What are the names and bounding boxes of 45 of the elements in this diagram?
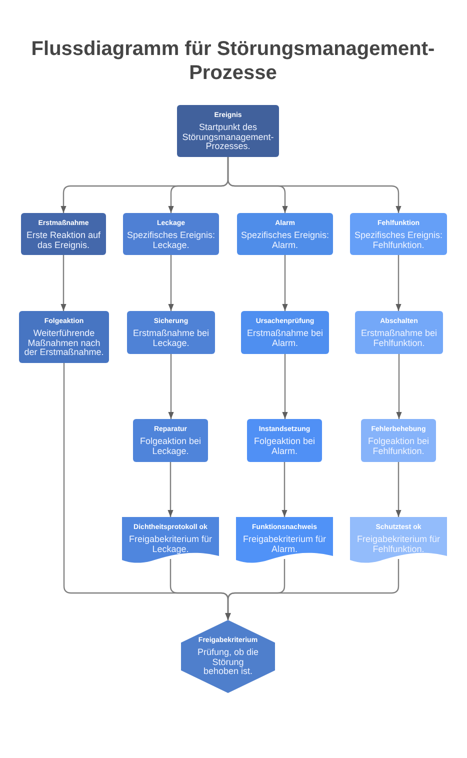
node-text: Folgeaktion bei Fehlfunktion.: [366, 437, 430, 456]
connector-arrow: [396, 462, 402, 517]
node-text: Freigabekriterium für Fehlfunktion.: [356, 535, 442, 554]
process-box: [21, 213, 106, 255]
connector-arrow: [282, 255, 288, 311]
connector-arrow: [168, 462, 174, 517]
node-text: Erstmaßnahme bei Alarm.: [246, 329, 324, 348]
process-box: [361, 419, 436, 462]
document-shape: [350, 517, 447, 564]
document-shape: [122, 517, 219, 564]
process-box: [177, 105, 279, 157]
node-text: Folgeaktion bei Leckage.: [138, 437, 202, 456]
node-text: Spezifisches Ereignis: Fehlfunktion.: [353, 231, 444, 250]
process-box: [247, 419, 322, 462]
connector-arrow: [168, 255, 174, 311]
node-text: Erstmaßnahme bei Leckage.: [132, 329, 210, 348]
hexagon-shape: [181, 620, 275, 693]
connector-arrow: [396, 354, 402, 419]
node-text: Erstmaßnahme bei Fehlfunktion.: [360, 329, 438, 348]
connector-arrow: [60, 255, 66, 311]
process-box: [350, 213, 447, 255]
process-box: [241, 311, 329, 354]
node-text: Freigabekriterium für Alarm.: [242, 535, 328, 554]
node-text: Erste Reaktion auf das Ereignis.: [25, 231, 102, 250]
connector-arrow: [282, 354, 288, 419]
node-text: Weiterführende Maßnahmen nach der Erstmaßnahme.: [23, 329, 105, 358]
node-text: Folgeaktion bei Alarm.: [252, 437, 316, 456]
process-box: [133, 419, 208, 462]
node-text: Spezifisches Ereignis: Alarm.: [240, 231, 330, 250]
document-shape: [236, 517, 333, 564]
node-text: Prüfung, ob die Störung behoben ist.: [196, 648, 260, 677]
connector-arrow: [227, 157, 402, 213]
process-box: [19, 311, 109, 363]
connector-arrow: [282, 462, 288, 517]
process-box: [123, 213, 219, 255]
node-text: Spezifisches Ereignis: Leckage.: [126, 231, 216, 250]
connector-arrow: [225, 559, 400, 620]
process-box: [237, 213, 333, 255]
diagram-title: Flussdiagramm für Störungsmanagement-Prozesse: [30, 37, 436, 85]
node-text: Startpunkt des Störungsmanagement-Prozesses.: [181, 123, 275, 152]
process-box: [355, 311, 443, 354]
node-text: Freigabekriterium für Leckage.: [128, 535, 214, 554]
connector-arrow: [396, 255, 402, 311]
connector-arrow: [168, 354, 174, 419]
process-box: [127, 311, 215, 354]
